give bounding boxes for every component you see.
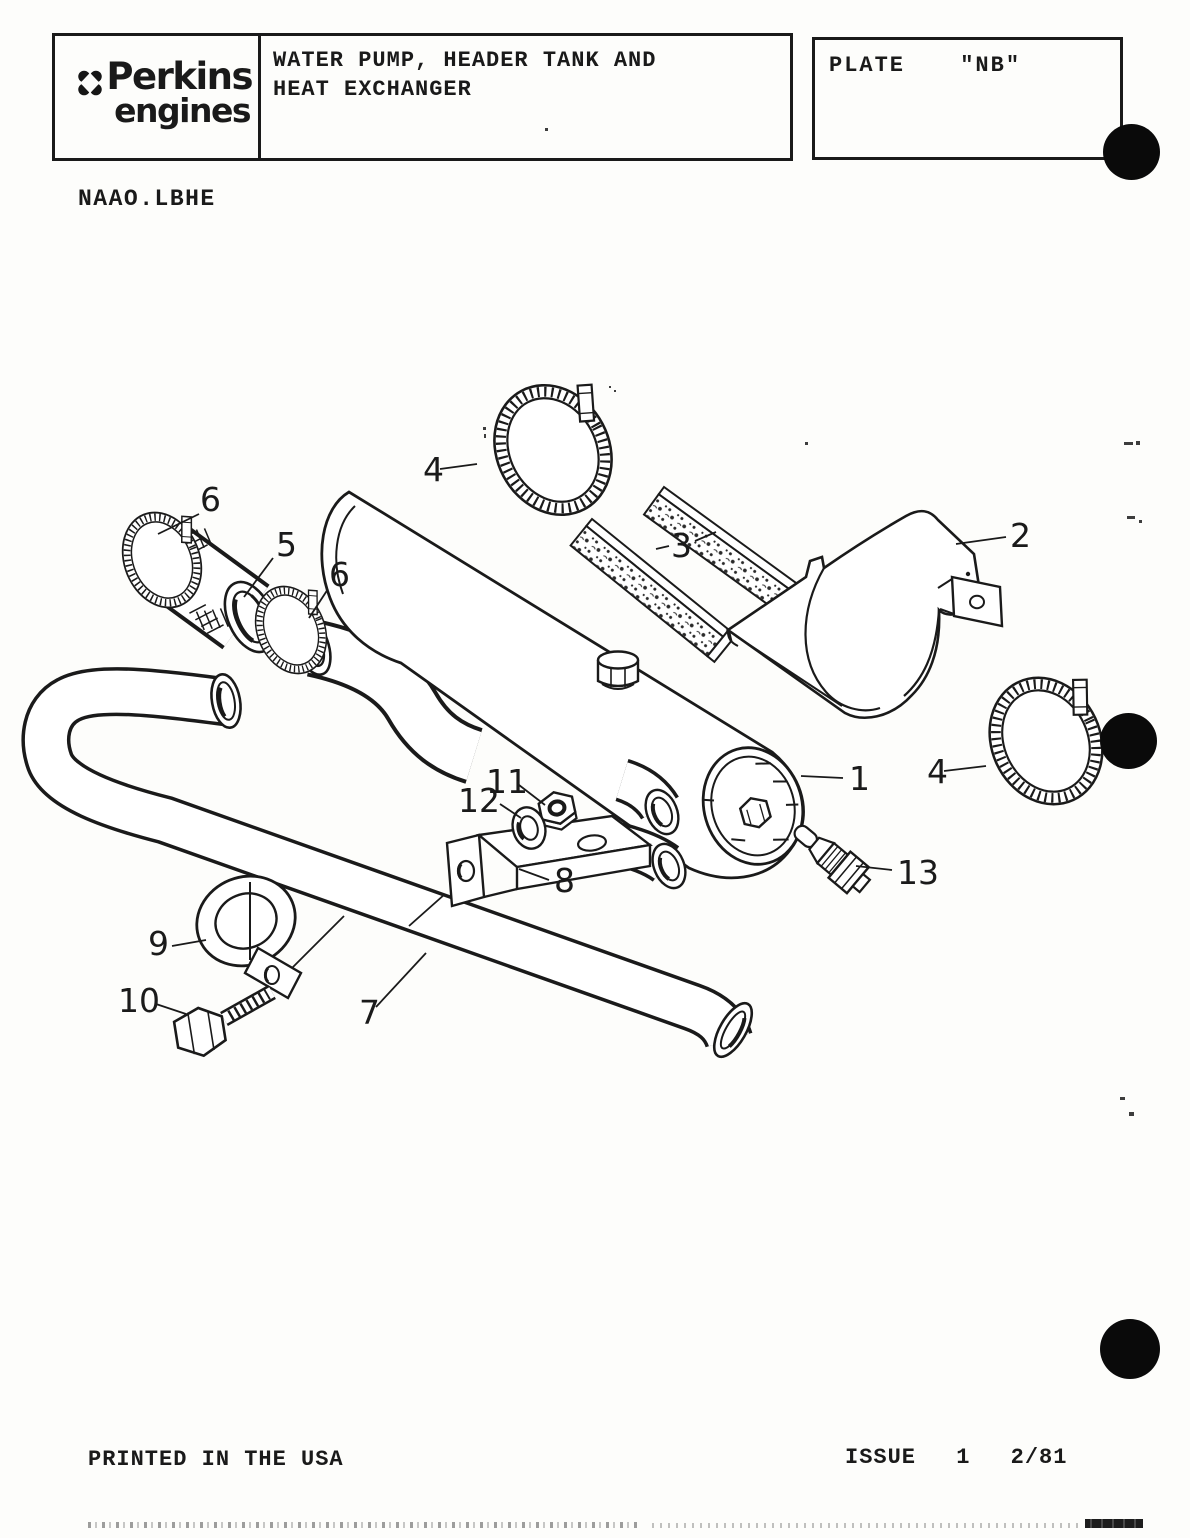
callout-label: 9 <box>148 924 169 963</box>
title-line-2: HEAT EXCHANGER <box>273 77 472 102</box>
scan-noise-strip-mid <box>652 1523 1082 1528</box>
end-cap-hex-plug <box>738 797 772 829</box>
issue-number: 1 <box>956 1445 971 1470</box>
callout-12: 12 <box>458 781 522 820</box>
issue-label: ISSUE <box>845 1445 917 1470</box>
brand-name: Perkins <box>106 55 253 98</box>
scan-noise-strip-right <box>1085 1519 1143 1528</box>
callout-4-right: 4 <box>927 752 987 791</box>
callout-6-left: 6 <box>157 480 221 535</box>
header-title-box: Perkins engines WATER PUMP, HEADER TANK … <box>52 33 793 161</box>
callout-8: 8 <box>518 861 575 900</box>
part-11-nut <box>537 791 578 831</box>
end-cap <box>701 746 805 866</box>
callout-label: 5 <box>276 525 297 564</box>
callout-label: 6 <box>200 480 221 519</box>
plate-number-box: PLATE "NB" <box>812 37 1123 160</box>
scan-specks <box>483 128 1142 1116</box>
logo-cell: Perkins engines <box>55 36 261 158</box>
callout-label: 1 <box>849 759 870 798</box>
callout-10: 10 <box>118 981 187 1020</box>
callout-label: 3 <box>671 526 692 565</box>
filler-cap <box>596 650 640 690</box>
part-3-insulation-strips <box>569 485 808 664</box>
part-9-pipe-clip <box>195 874 303 1000</box>
part-13-drain-plug <box>793 824 872 895</box>
plate-title: WATER PUMP, HEADER TANK AND HEAT EXCHANG… <box>273 46 782 104</box>
callout-6-right: 6 <box>308 555 350 619</box>
callouts: 4 6 5 6 3 2 <box>118 450 1031 1032</box>
part-4-hose-clamp-top <box>472 360 641 535</box>
punch-hole-middle <box>1100 713 1157 769</box>
punch-hole-bottom <box>1100 1319 1160 1379</box>
issue-info: ISSUE 1 2/81 <box>845 1445 1067 1470</box>
part-2-mounting-strap <box>725 509 1004 719</box>
title-line-1: WATER PUMP, HEADER TANK AND <box>273 48 657 73</box>
callout-13: 13 <box>855 853 939 892</box>
part-1-heat-exchanger <box>320 490 805 890</box>
alignment-lines <box>291 893 446 969</box>
printed-in-text: PRINTED IN THE USA <box>88 1447 344 1472</box>
perkins-squares-icon <box>78 70 103 96</box>
callout-label: 10 <box>118 981 160 1020</box>
outlet-stub-upper <box>614 758 680 836</box>
document-code: NAAO.LBHE <box>78 186 216 212</box>
scan-noise-strip-left <box>88 1522 640 1528</box>
callout-label: 11 <box>486 762 528 801</box>
callout-label: 12 <box>458 781 500 820</box>
pipe-end-bead-right <box>712 1001 754 1059</box>
part-8-angle-bracket <box>445 814 653 908</box>
part-7-water-pipe <box>21 667 754 1059</box>
callout-label: 13 <box>897 853 939 892</box>
callout-label: 2 <box>1010 516 1031 555</box>
callout-11: 11 <box>486 762 546 806</box>
callout-2: 2 <box>955 516 1031 555</box>
part-10-bolt <box>172 985 276 1058</box>
brand-logo: Perkins engines <box>106 55 253 130</box>
plate-label: PLATE <box>829 53 906 78</box>
callout-4-top: 4 <box>423 450 478 489</box>
callout-label: 6 <box>329 555 350 594</box>
callout-7: 7 <box>359 952 427 1032</box>
callout-label: 4 <box>927 752 948 791</box>
pipe-end-bead-left <box>210 672 242 730</box>
issue-date: 2/81 <box>1010 1445 1068 1470</box>
strap-mounting-tab <box>937 571 1004 628</box>
callout-label: 4 <box>423 450 444 489</box>
callout-3: 3 <box>655 526 717 565</box>
callout-1: 1 <box>800 759 870 798</box>
callout-9: 9 <box>148 924 207 963</box>
callout-5: 5 <box>243 525 297 598</box>
callout-label: 7 <box>359 993 380 1032</box>
callout-label: 8 <box>554 861 575 900</box>
brand-sub: engines <box>114 90 251 130</box>
punch-hole-top <box>1103 124 1160 180</box>
plate-number: "NB" <box>960 53 1022 78</box>
